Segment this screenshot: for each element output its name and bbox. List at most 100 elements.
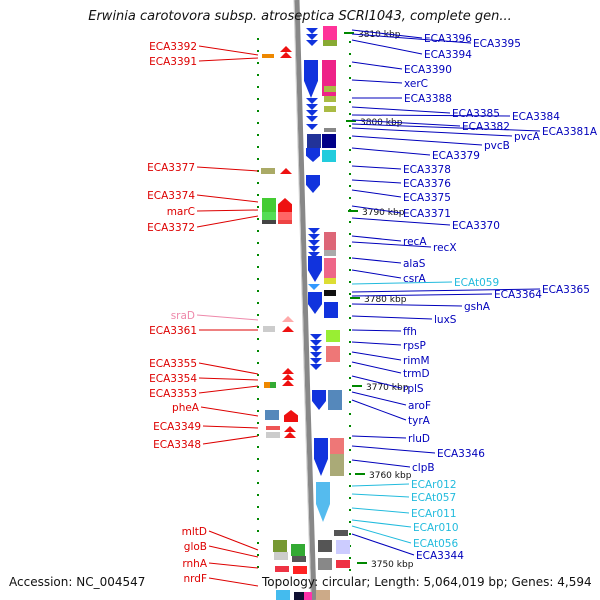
tick-dot-left <box>257 362 259 364</box>
gene-chevron-reverse <box>306 98 318 104</box>
left-label-connector <box>208 562 259 569</box>
right-gene-label: recX <box>433 242 457 254</box>
tick-dot-right <box>349 329 351 331</box>
tick-dot-left <box>257 278 259 280</box>
tick-dot-left <box>257 410 259 412</box>
gene-chevron-reverse <box>308 240 320 246</box>
scale-tick-label: 3770 kbp <box>366 383 409 393</box>
tick-dot-left <box>257 314 259 316</box>
right-gene-label: rpsP <box>403 340 426 352</box>
gene-block <box>262 212 276 220</box>
right-label-connector <box>351 435 407 439</box>
tick-dot-left <box>257 326 259 328</box>
right-gene-label: rluD <box>408 433 430 445</box>
gene-block <box>328 390 342 410</box>
tick-dot-left <box>257 482 259 484</box>
right-gene-label: gshA <box>464 301 491 313</box>
right-label-connector <box>351 114 511 117</box>
right-label-connector <box>351 205 402 214</box>
right-gene-label: xerC <box>404 78 428 90</box>
right-gene-label: ECA3395 <box>473 38 521 50</box>
gene-block <box>275 566 289 572</box>
left-gene-label: ECA3361 <box>149 325 197 337</box>
tick-dot-right <box>349 473 351 475</box>
tick-dot-left <box>257 290 259 292</box>
tick-dot-right <box>349 533 351 535</box>
left-label-connector <box>208 577 259 587</box>
tick-dot-right <box>349 377 351 379</box>
left-label-connector <box>202 435 259 445</box>
gene-chevron-reverse <box>310 358 322 364</box>
tick-dot-left <box>257 506 259 508</box>
right-gene-label: rplS <box>403 383 424 395</box>
left-label-connector <box>196 194 259 203</box>
tick-dot-right <box>349 557 351 559</box>
tick-dot-right <box>349 101 351 103</box>
right-gene-label: ECA3379 <box>432 150 480 162</box>
gene-chevron-reverse <box>310 352 322 358</box>
gene-block <box>262 198 276 212</box>
gene-block <box>323 40 337 46</box>
left-label-connector <box>196 314 259 321</box>
tick-dot-left <box>257 554 259 556</box>
left-gene-label: pheA <box>172 402 200 414</box>
tick-dot-left <box>257 134 259 136</box>
tick-dot-right <box>349 161 351 163</box>
scale-tick-label: 3790 kbp <box>362 208 405 218</box>
tick-dot-right <box>349 41 351 43</box>
gene-block <box>322 150 336 162</box>
gene-chevron-forward <box>284 426 296 432</box>
right-gene-label: ECA3384 <box>512 111 560 123</box>
gene-block <box>324 232 336 250</box>
tick-dot-right <box>349 509 351 511</box>
gene-block <box>324 250 336 256</box>
gene-chevron-reverse <box>308 228 320 234</box>
right-gene-label: ECAr011 <box>411 508 457 520</box>
right-label-connector <box>351 288 541 293</box>
backbone-shadow <box>293 0 312 600</box>
gene-block <box>294 592 304 600</box>
gene-block <box>323 26 337 42</box>
tick-dot-left <box>257 158 259 160</box>
right-label-connector <box>351 533 415 556</box>
gene-chevron-forward <box>282 326 294 332</box>
right-label-connector <box>351 315 433 320</box>
tick-dot-left <box>257 266 259 268</box>
right-label-connector <box>351 361 402 374</box>
gene-chevron-reverse <box>306 110 318 116</box>
tick-dot-right <box>349 173 351 175</box>
tick-dot-left <box>257 530 259 532</box>
left-gene-label: mltD <box>182 526 207 538</box>
tick-dot-left <box>257 242 259 244</box>
tick-dot-right <box>349 365 351 367</box>
right-label-connector <box>351 147 431 156</box>
right-gene-label: ECA3370 <box>452 220 500 232</box>
left-label-connector <box>200 406 259 417</box>
gene-block <box>276 590 290 600</box>
right-gene-label: rimM <box>403 355 430 367</box>
right-label-connector <box>351 483 410 487</box>
tick-dot-right <box>349 305 351 307</box>
tick-dot-right <box>349 401 351 403</box>
right-gene-label: trmD <box>403 368 430 380</box>
tick-dot-right <box>349 341 351 343</box>
left-gene-label: ECA3348 <box>153 439 201 451</box>
right-gene-label: ECA3396 <box>424 33 472 45</box>
gene-arrow-reverse <box>306 148 320 162</box>
left-label-connector <box>198 377 259 381</box>
gene-block <box>263 326 275 332</box>
right-label-connector <box>351 341 402 346</box>
tick-dot-left <box>257 218 259 220</box>
right-label-connector <box>351 217 451 226</box>
left-label-connector <box>198 362 259 375</box>
gene-block <box>274 552 288 560</box>
gene-block <box>318 558 332 570</box>
tick-dot-left <box>257 86 259 88</box>
tick-dot-left <box>257 62 259 64</box>
tick-dot-right <box>349 521 351 523</box>
right-gene-label: ECA3394 <box>424 49 472 61</box>
right-label-connector <box>351 33 472 44</box>
tick-dot-right <box>349 257 351 259</box>
right-gene-label: ECA3381A <box>542 126 598 138</box>
